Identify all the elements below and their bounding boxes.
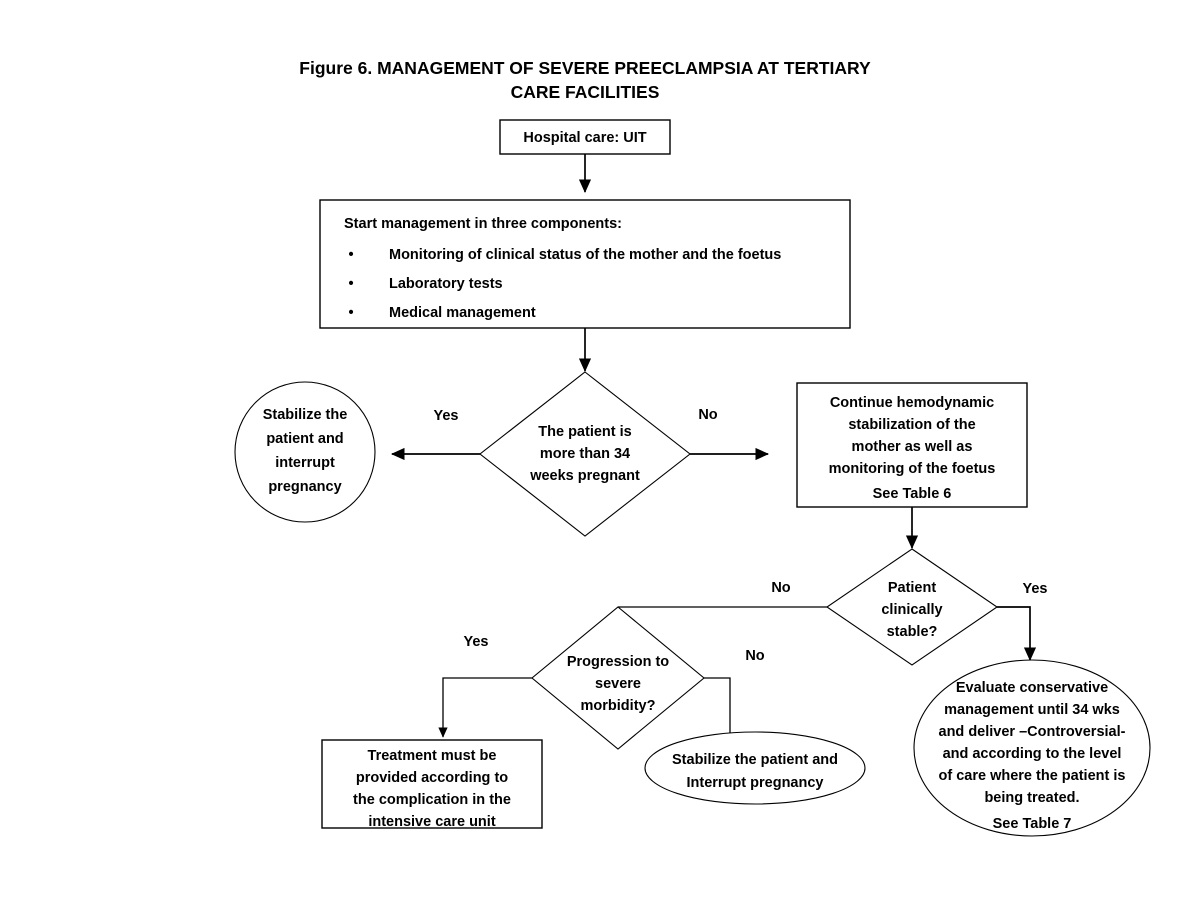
node-progression-decision[interactable]: Progression to severe morbidity? [531, 606, 705, 750]
node-start-management[interactable]: Start management in three components: • … [319, 199, 851, 329]
hospital-care-box[interactable] [499, 119, 671, 155]
gestational-age-line-1: The patient is [538, 424, 631, 440]
bullet-marker-2: • [348, 276, 353, 292]
figure-title-line-1: Figure 6. MANAGEMENT OF SEVERE PREECLAMP… [299, 58, 871, 78]
progression-diamond[interactable] [531, 606, 705, 750]
treatment-icu-line-4: intensive care unit [368, 814, 495, 830]
gestational-age-line-3: weeks pregnant [529, 468, 640, 484]
node-patient-stable-decision[interactable]: Patient clinically stable? [826, 548, 998, 666]
edge-label-progression-yes: Yes [464, 634, 489, 650]
evaluate-conservative-reference: See Table 7 [993, 816, 1072, 832]
stabilize-circle-line-1: Stabilize the [263, 407, 348, 423]
treatment-icu-box[interactable] [321, 739, 543, 829]
patient-stable-line-1: Patient [888, 580, 937, 596]
evaluate-conservative-line-3: and deliver –Controversial- [939, 724, 1126, 740]
evaluate-conservative-line-2: management until 34 wks [944, 702, 1120, 718]
stabilize-ellipse-line-1: Stabilize the patient and [672, 752, 838, 768]
start-management-heading: Start management in three components: [344, 216, 622, 232]
start-management-bullet-1: Monitoring of clinical status of the mot… [389, 247, 781, 263]
start-management-box[interactable] [319, 199, 851, 329]
continue-hemodynamic-reference: See Table 6 [873, 486, 952, 502]
evaluate-conservative-ellipse-shape[interactable] [913, 659, 1151, 837]
patient-stable-diamond[interactable] [826, 548, 998, 666]
continue-hemodynamic-line-1: Continue hemodynamic [830, 395, 994, 411]
progression-line-1: Progression to [567, 654, 669, 670]
bullet-marker-1: • [348, 247, 353, 263]
continue-hemodynamic-line-2: stabilization of the [848, 417, 975, 433]
continue-hemodynamic-line-3: mother as well as [852, 439, 973, 455]
connector-progression-yes [438, 677, 532, 738]
evaluate-conservative-line-4: and according to the level [943, 746, 1122, 762]
stabilize-circle-line-3: interrupt [275, 455, 335, 471]
patient-stable-line-3: stable? [887, 624, 938, 640]
progression-line-2: severe [595, 676, 641, 692]
continue-hemodynamic-box[interactable] [796, 382, 1028, 508]
connector-progression-no [704, 677, 735, 753]
start-management-bullet-2: Laboratory tests [389, 276, 503, 292]
figure-title-line-2: CARE FACILITIES [511, 82, 660, 102]
connector-stable-yes [997, 606, 1037, 662]
bullet-marker-3: • [348, 305, 353, 321]
evaluate-conservative-line-1: Evaluate conservative [956, 680, 1108, 696]
node-gestational-age-decision[interactable]: The patient is more than 34 weeks pregna… [479, 371, 691, 537]
stabilize-circle-line-2: patient and [266, 431, 343, 447]
stabilize-circle-line-4: pregnancy [268, 479, 341, 495]
treatment-icu-line-3: the complication in the [353, 792, 511, 808]
edge-label-progression-no: No [745, 648, 764, 664]
start-management-bullet-3: Medical management [389, 305, 536, 321]
figure-title: Figure 6. MANAGEMENT OF SEVERE PREECLAMP… [299, 58, 871, 102]
node-treatment-icu[interactable]: Treatment must be provided according to … [321, 739, 543, 830]
gestational-age-line-2: more than 34 [540, 446, 630, 462]
edge-label-gestational-yes: Yes [434, 408, 459, 424]
node-evaluate-conservative[interactable]: Evaluate conservative management until 3… [913, 659, 1151, 837]
evaluate-conservative-line-6: being treated. [984, 790, 1079, 806]
node-stabilize-interrupt-ellipse[interactable]: Stabilize the patient and Interrupt preg… [644, 731, 866, 805]
edge-label-stable-yes: Yes [1023, 581, 1048, 597]
evaluate-conservative-line-5: of care where the patient is [939, 768, 1126, 784]
stabilize-ellipse-line-2: Interrupt pregnancy [687, 775, 824, 791]
hospital-care-label: Hospital care: UIT [523, 130, 646, 146]
edge-label-stable-no: No [771, 580, 790, 596]
node-continue-hemodynamic[interactable]: Continue hemodynamic stabilization of th… [796, 382, 1028, 508]
treatment-icu-line-1: Treatment must be [368, 748, 497, 764]
progression-line-3: morbidity? [581, 698, 656, 714]
gestational-age-diamond[interactable] [479, 371, 691, 537]
stabilize-interrupt-ellipse-shape[interactable] [644, 731, 866, 805]
continue-hemodynamic-line-4: monitoring of the foetus [829, 461, 996, 477]
node-hospital-care[interactable]: Hospital care: UIT [499, 119, 671, 155]
stabilize-interrupt-circle-shape[interactable] [234, 381, 376, 523]
node-stabilize-interrupt-circle[interactable]: Stabilize the patient and interrupt preg… [234, 381, 376, 523]
treatment-icu-line-2: provided according to [356, 770, 508, 786]
patient-stable-line-2: clinically [881, 602, 942, 618]
edge-label-gestational-no: No [698, 407, 717, 423]
